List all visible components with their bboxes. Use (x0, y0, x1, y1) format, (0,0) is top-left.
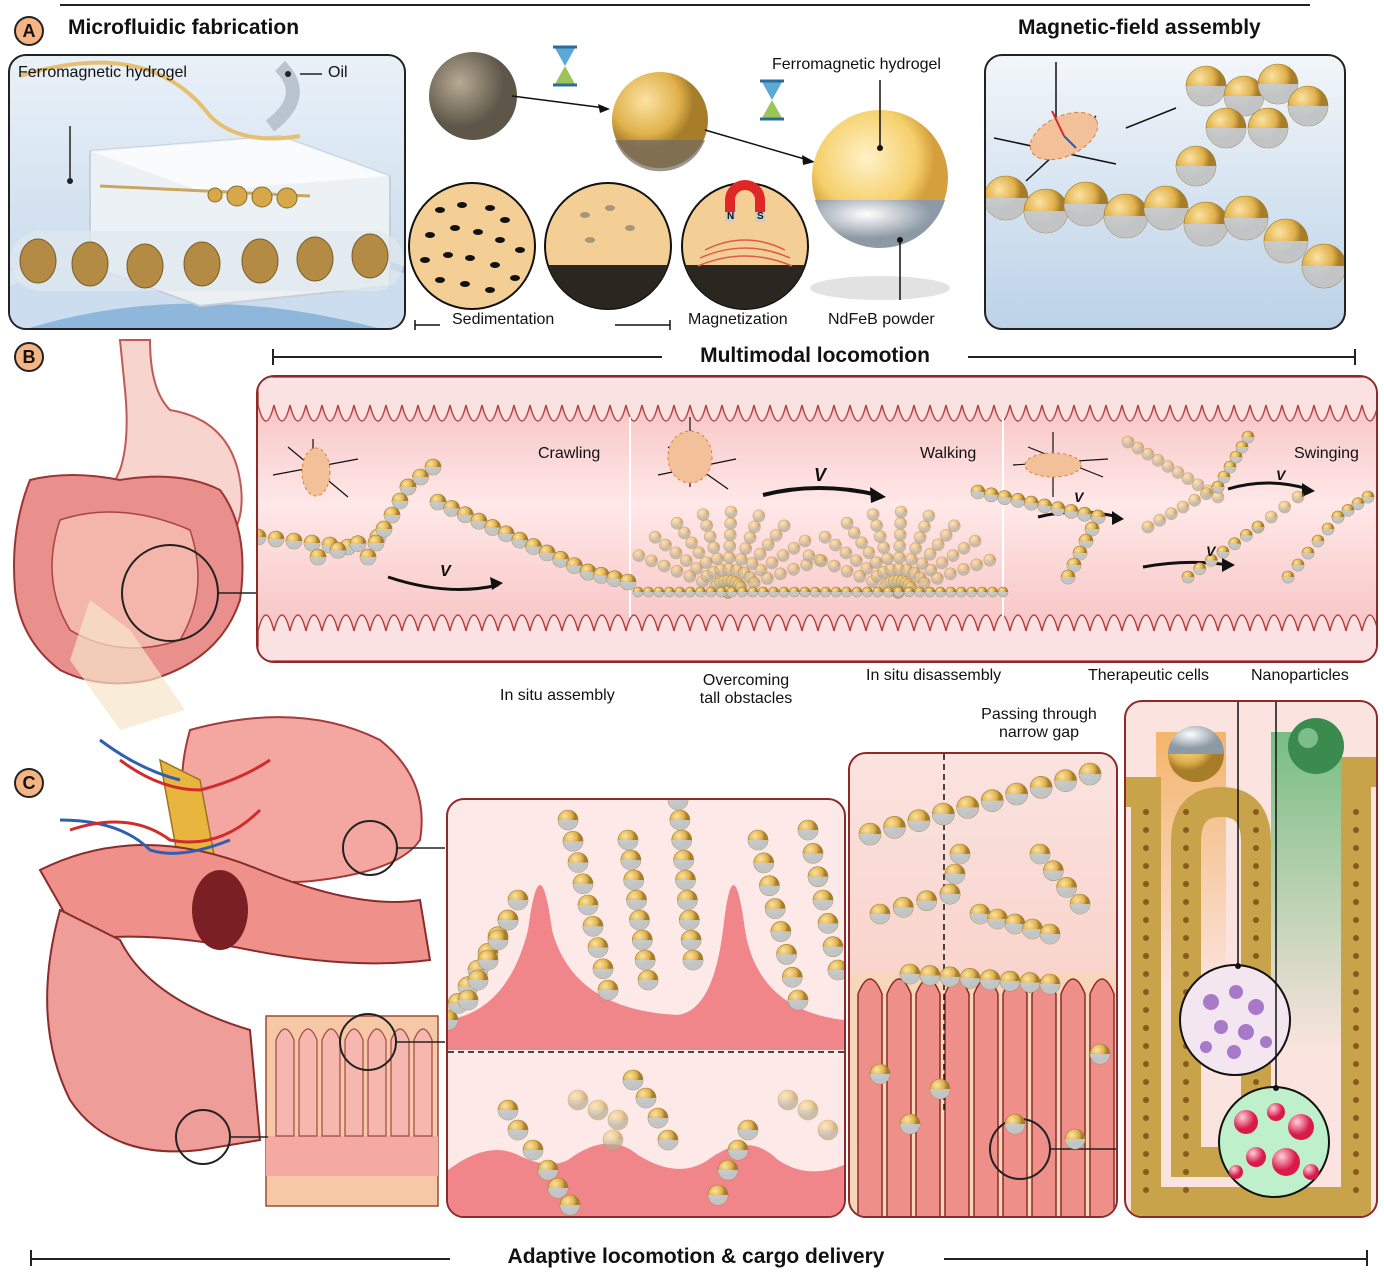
bottom-bracket-right-tick (1366, 1250, 1368, 1266)
multimodal-bracket-left-tick (272, 349, 274, 365)
locomotion-lumen-illustration (258, 377, 1376, 661)
bead-chain-assembly-illustration (986, 56, 1344, 328)
ferromagnetic-hydrogel-label-right: Ferromagnetic hydrogel (772, 56, 941, 74)
nanoparticles-label: Nanoparticles (1251, 667, 1349, 685)
velocity-label-swinging-1: V (1074, 489, 1083, 505)
cargo-panel (1124, 700, 1378, 1218)
velocity-label-walking: V (814, 465, 826, 486)
hourglass-icon-1 (553, 47, 577, 85)
bottom-bracket-left-tick (30, 1250, 32, 1266)
top-rule (60, 4, 1310, 6)
magnet-s-label: S (757, 211, 764, 222)
section-a-badge: A (14, 16, 44, 46)
hourglass-icon-2 (760, 81, 784, 119)
narrow-gap-panel (848, 752, 1118, 1218)
ndfeb-label: NdFeB powder (828, 311, 935, 329)
multimodal-title: Multimodal locomotion (670, 344, 960, 368)
sedimentation-label: Sedimentation (452, 311, 554, 329)
microfluidic-title: Microfluidic fabrication (68, 16, 299, 40)
velocity-label-crawling: V (440, 563, 451, 581)
mode-crawling-label: Crawling (538, 445, 600, 463)
mode-swinging-label: Swinging (1294, 445, 1359, 463)
magnet-n-label: N (727, 211, 734, 222)
therapeutic-cells-label: Therapeutic cells (1088, 667, 1209, 685)
intestine-section-illustration (0, 700, 445, 1220)
obstacle-crossing-illustration (448, 800, 844, 1216)
cargo-delivery-illustration (1126, 702, 1376, 1216)
microfluidic-device-illustration (10, 56, 404, 328)
bottom-bracket-right (944, 1258, 1368, 1260)
velocity-label-swinging-2: V (1206, 543, 1215, 559)
multimodal-bracket-right (968, 356, 1356, 358)
in-situ-assembly-label: In situ assembly (500, 687, 615, 705)
mode-walking-label: Walking (920, 445, 976, 463)
magnetization-label: Magnetization (688, 311, 788, 329)
narrow-gap-illustration (850, 754, 1116, 1216)
locomotion-panel: Crawling Walking Swinging V V V V V (256, 375, 1378, 663)
magnetic-assembly-title: Magnetic-field assembly (1018, 16, 1261, 40)
multimodal-bracket-left (272, 356, 662, 358)
velocity-label-swinging-3: V (1276, 467, 1285, 483)
oil-label: Oil (328, 64, 348, 82)
obstacle-panel (446, 798, 846, 1218)
microfluidic-panel: Ferromagnetic hydrogel Oil (8, 54, 406, 330)
in-situ-disassembly-label: In situ disassembly (866, 667, 1001, 685)
ferromagnetic-hydrogel-label-left: Ferromagnetic hydrogel (18, 64, 187, 82)
overcoming-label: Overcoming tall obstacles (686, 672, 806, 708)
bottom-bracket-left (30, 1258, 450, 1260)
passing-gap-label: Passing through narrow gap (966, 706, 1112, 742)
bottom-title: Adaptive locomotion & cargo delivery (456, 1245, 936, 1269)
magnetic-assembly-panel (984, 54, 1346, 330)
multimodal-bracket-right-tick (1354, 349, 1356, 365)
